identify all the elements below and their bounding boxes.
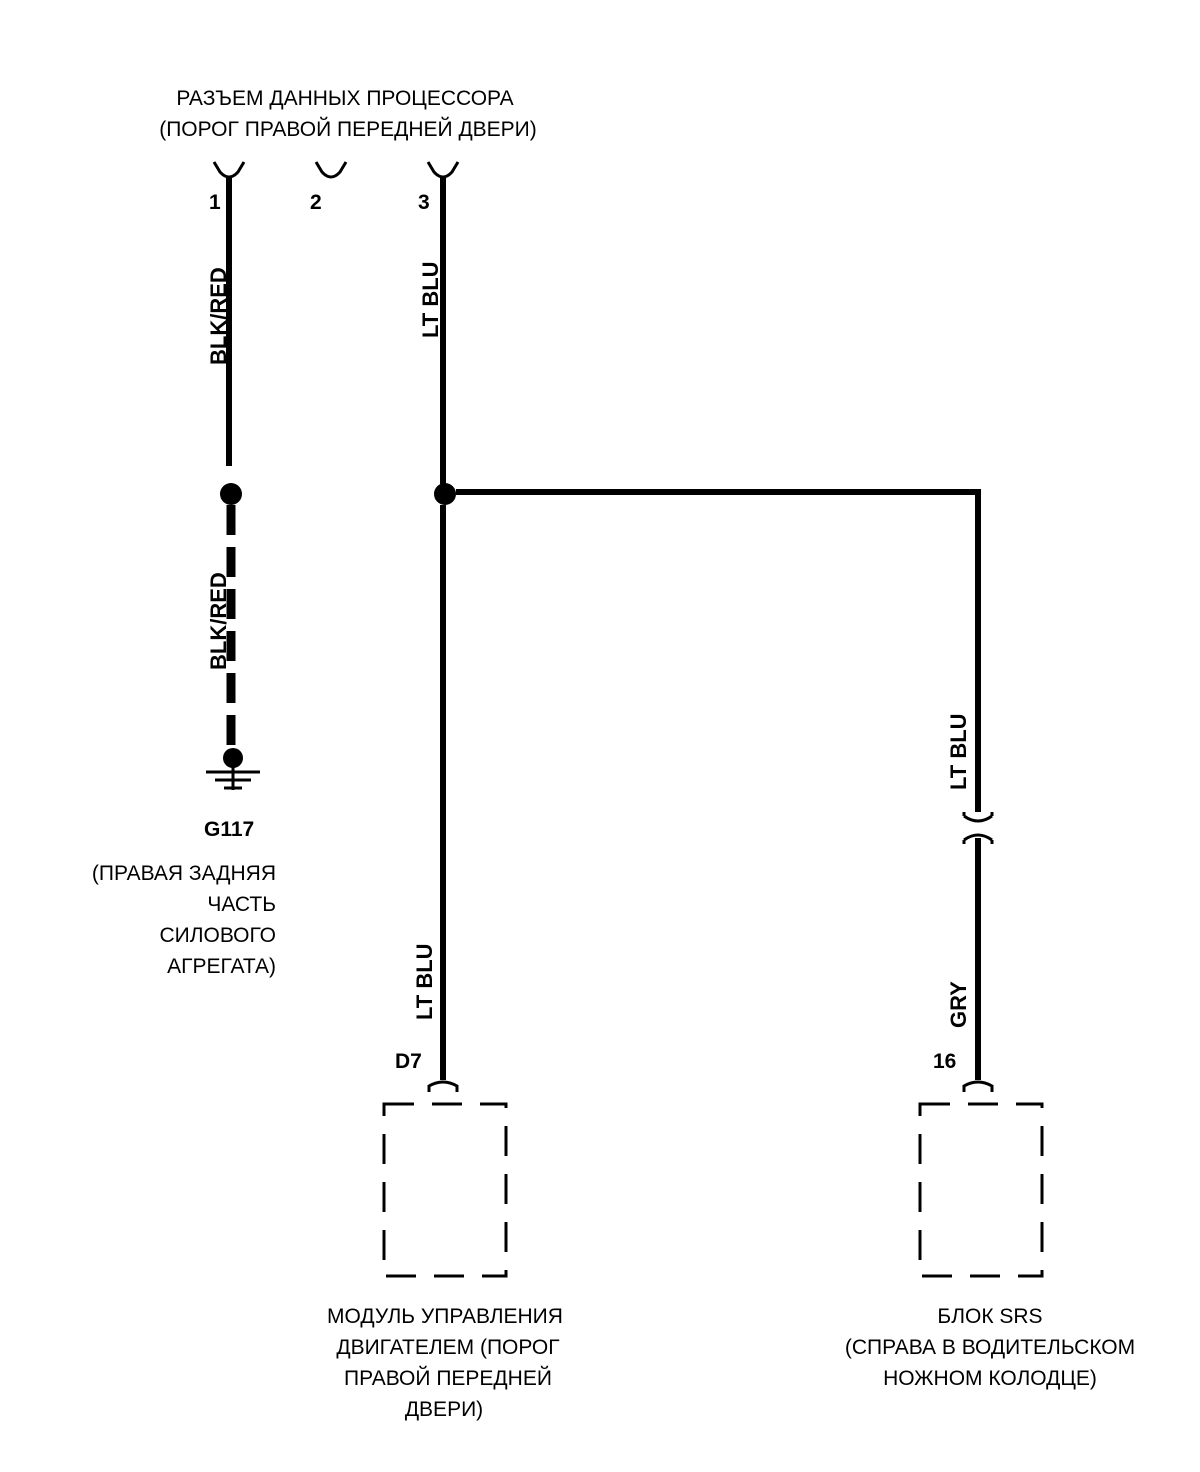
srs-desc-line-2: (СПРАВА В ВОДИТЕЛЬСКОМ [845,1336,1135,1359]
srs-unit-box [918,1102,1044,1278]
ground-desc-line-1: (ПРАВАЯ ЗАДНЯЯ [92,862,276,885]
ground-desc-line-4: АГРЕГАТА) [167,955,276,978]
pin-16-label: 16 [933,1050,956,1073]
ecm-desc-line-4: ДВЕРИ) [405,1398,483,1421]
connector-title: РАЗЪЕМ ДАННЫХ ПРОЦЕССОРА [176,87,513,110]
srs-desc-line-3: НОЖНОМ КОЛОДЦЕ) [883,1367,1097,1390]
wire-label-lt-blu-ecm: LT BLU [412,943,437,1020]
terminal-16-icon [962,1080,994,1092]
ecm-desc-line-2: ДВИГАТЕЛЕМ (ПОРОГ [336,1336,559,1359]
ground-id: G117 [204,818,254,841]
pin-d7-label: D7 [395,1050,422,1073]
wire-label-blk-red-bottom: BLK/RED [206,572,231,670]
pin-3-label: 3 [418,191,430,214]
ecm-desc-line-3: ПРАВОЙ ПЕРЕДНЕЙ [344,1366,552,1390]
wire-label-lt-blu-srs: LT BLU [946,713,971,790]
ground-splice [223,748,243,768]
terminal-2-icon [314,161,348,179]
terminal-1-icon [212,161,246,179]
inline-connector-icon [962,812,994,844]
wire-label-blk-red-top: BLK/RED [206,267,231,365]
connector-location: (ПОРОГ ПРАВОЙ ПЕРЕДНЕЙ ДВЕРИ) [159,117,537,141]
srs-desc-line-1: БЛОК SRS [937,1305,1042,1328]
wire-label-lt-blu-top: LT BLU [418,261,443,338]
pin-2-label: 2 [310,191,322,214]
terminal-3-icon [426,161,460,179]
ecm-module-box [382,1102,508,1278]
wire-lt-blu-branch [456,489,981,812]
splice-blk-red [220,483,242,505]
ground-desc-line-2: ЧАСТЬ [207,893,276,916]
pin-1-label: 1 [209,191,221,214]
wire-label-gry: GRY [946,981,971,1028]
terminal-d7-icon [427,1080,459,1092]
ecm-desc-line-1: МОДУЛЬ УПРАВЛЕНИЯ [327,1305,563,1328]
splice-lt-blu [434,483,456,505]
ground-desc-line-3: СИЛОВОГО [159,924,276,947]
ground-icon [206,766,260,790]
